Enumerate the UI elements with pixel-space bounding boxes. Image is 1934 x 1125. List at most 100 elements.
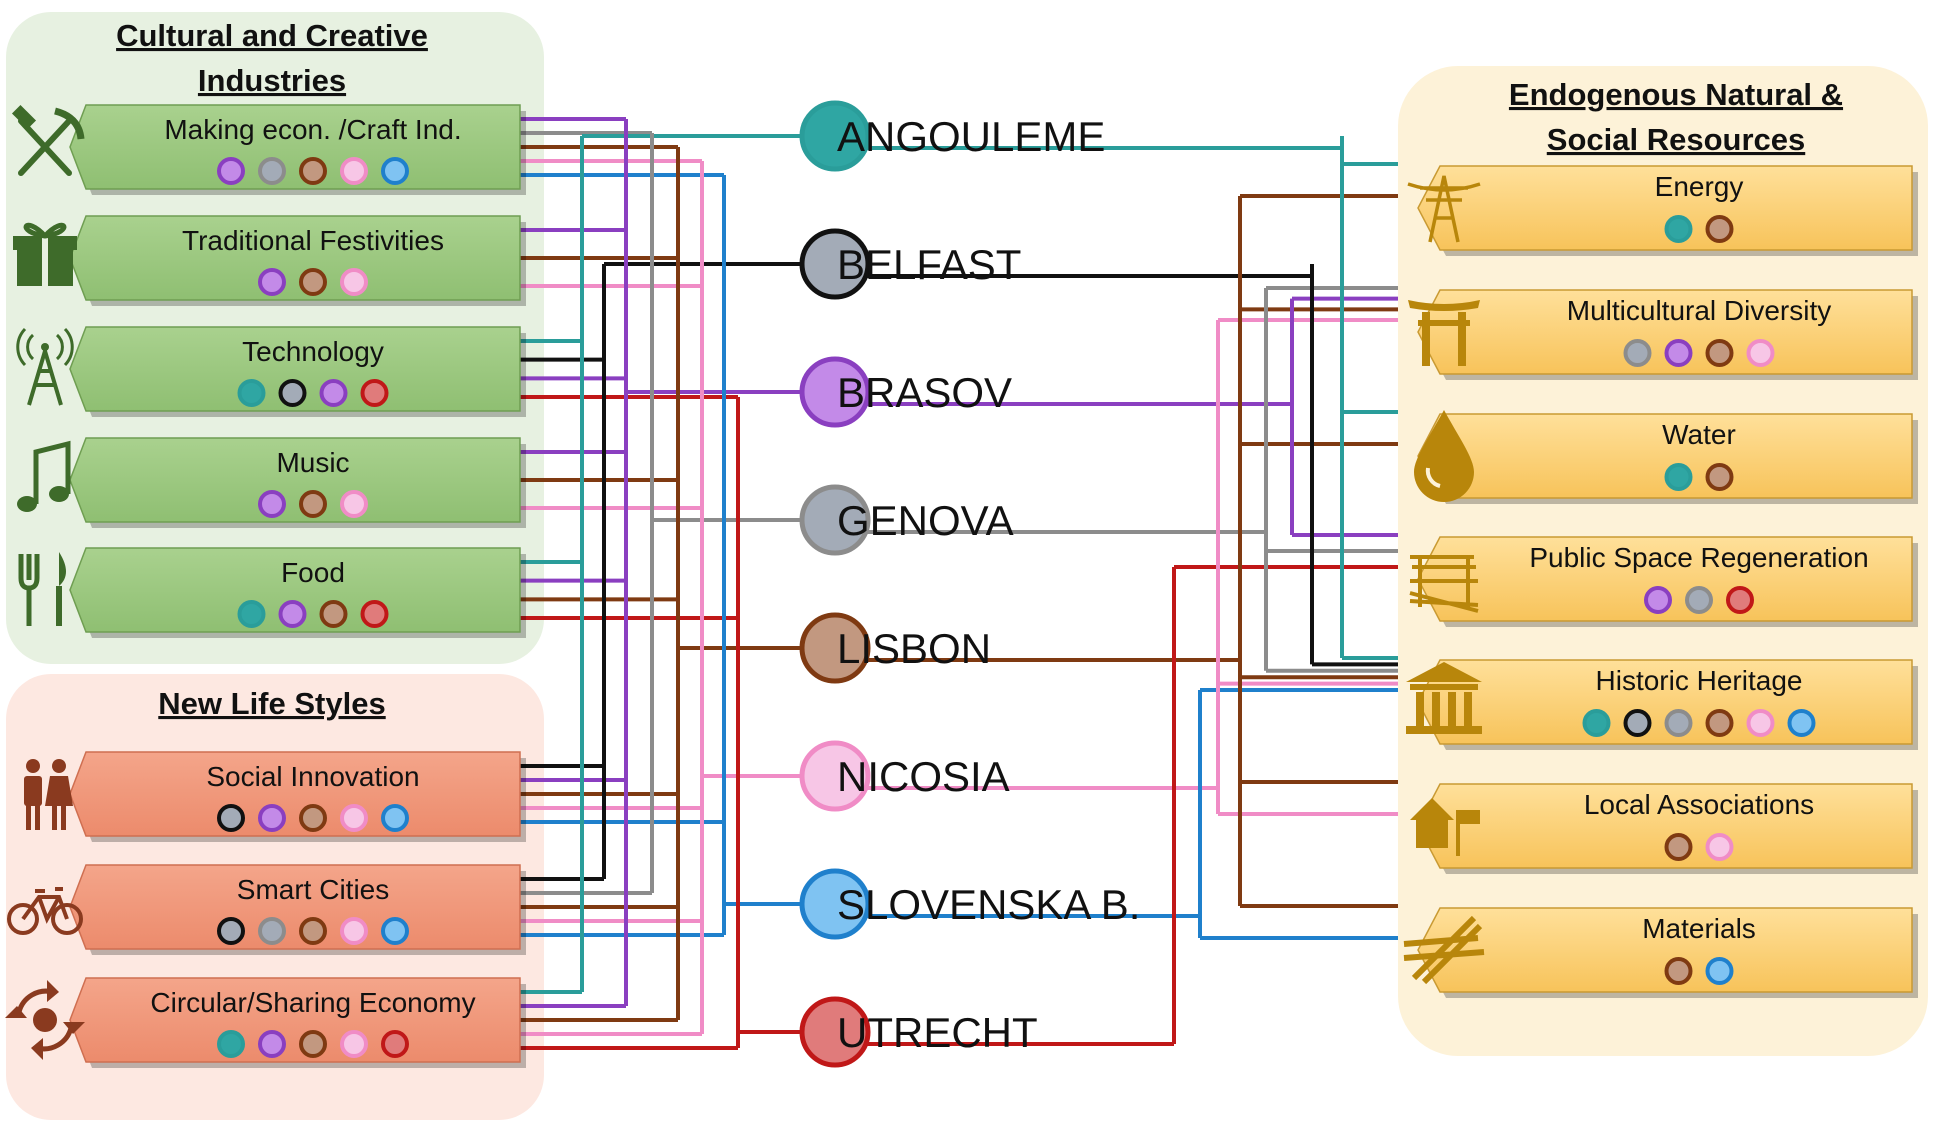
city-belfast: BELFAST	[799, 228, 1021, 300]
city-node-lisbon	[799, 612, 871, 684]
dot-angouleme	[237, 379, 266, 407]
dot-nicosia	[340, 804, 368, 832]
category-label: Making econ. /Craft Ind.	[164, 114, 461, 145]
city-node-genova	[799, 484, 871, 556]
category-label: Social Innovation	[206, 761, 419, 792]
category-making-econ-craft-ind: Making econ. /Craft Ind.	[11, 104, 526, 195]
dot-lisbon	[299, 917, 327, 945]
dot-lisbon	[1705, 339, 1734, 367]
dot-genova	[1664, 709, 1693, 737]
category-label: Music	[276, 447, 349, 478]
dot-belfast	[1623, 709, 1652, 737]
city-label: BELFAST	[837, 241, 1021, 288]
dot-brasov	[1644, 586, 1672, 614]
dot-slovenska-b	[1787, 709, 1816, 737]
category-food: Food	[18, 547, 526, 638]
category-social-innovation: Social Innovation	[24, 751, 526, 842]
dot-genova	[258, 917, 286, 945]
city-nodes: ANGOULEMEBELFASTBRASOVGENOVALISBONNICOSI…	[799, 100, 1140, 1068]
category-label: Circular/Sharing Economy	[150, 987, 475, 1018]
dot-belfast	[217, 804, 245, 832]
dot-nicosia	[1746, 709, 1775, 737]
city-label: ANGOULEME	[837, 113, 1105, 160]
dot-lisbon	[299, 157, 327, 185]
city-slovenska-b: SLOVENSKA B.	[799, 868, 1140, 940]
resource-water: Water	[1414, 410, 1918, 504]
dot-belfast	[217, 917, 245, 945]
dot-nicosia	[1746, 339, 1775, 367]
category-label: Smart Cities	[237, 874, 389, 905]
materials-icon	[1403, 915, 1485, 985]
dot-lisbon	[299, 1030, 327, 1058]
dot-brasov	[258, 1030, 286, 1058]
bench-icon	[1409, 555, 1479, 613]
bicycle-icon	[7, 887, 83, 935]
dot-utrecht	[360, 379, 389, 407]
city-label: UTRECHT	[837, 1009, 1038, 1056]
dot-genova	[1685, 586, 1713, 614]
city-node-belfast	[799, 228, 871, 300]
dot-belfast	[278, 379, 307, 407]
city-angouleme: ANGOULEME	[799, 100, 1105, 172]
dot-brasov	[258, 268, 286, 296]
dot-genova	[258, 157, 286, 185]
resource-local-associations: Local Associations	[1410, 783, 1918, 874]
dot-slovenska-b	[381, 157, 409, 185]
cultural-title-line1: Cultural and Creative	[116, 18, 428, 53]
resource-public-space-regeneration: Public Space Regeneration	[1409, 536, 1918, 627]
city-label: BRASOV	[837, 369, 1012, 416]
dot-genova	[1623, 339, 1652, 367]
fork-knife-icon	[18, 552, 66, 626]
category-circular-sharing-economy: Circular/Sharing Economy	[5, 977, 526, 1068]
dot-lisbon	[299, 490, 327, 518]
dot-brasov	[319, 379, 348, 407]
city-label: NICOSIA	[837, 753, 1010, 800]
dot-angouleme	[1664, 463, 1693, 491]
dot-lisbon	[1664, 833, 1693, 861]
resource-label: Local Associations	[1584, 789, 1814, 820]
city-node-nicosia	[799, 740, 871, 812]
category-label: Food	[281, 557, 345, 588]
people-icon	[24, 759, 73, 830]
city-label: SLOVENSKA B.	[837, 881, 1140, 928]
connection-lines	[520, 117, 1398, 1050]
recycle-arrows-icon	[5, 980, 85, 1060]
city-nicosia: NICOSIA	[799, 740, 1010, 812]
dot-lisbon	[319, 600, 348, 628]
dot-angouleme	[237, 600, 266, 628]
hammer-pickaxe-icon	[11, 104, 85, 176]
endogenous-title-line2: Social Resources	[1547, 122, 1805, 157]
resource-label: Materials	[1642, 913, 1756, 944]
dot-angouleme	[1664, 215, 1693, 243]
dot-slovenska-b	[381, 804, 409, 832]
resource-materials: Materials	[1403, 907, 1918, 998]
water-drop-icon	[1414, 410, 1474, 502]
dot-brasov	[258, 804, 286, 832]
resource-multicultural-diversity: Multicultural Diversity	[1408, 289, 1918, 380]
house-flag-icon	[1410, 798, 1480, 856]
category-traditional-festivities: Traditional Festivities	[13, 215, 526, 306]
torii-gate-icon	[1408, 300, 1480, 366]
endogenous-title-line1: Endogenous Natural &	[1509, 77, 1843, 112]
city-node-utrecht	[799, 996, 871, 1068]
power-pylon-icon	[1407, 175, 1481, 243]
dot-nicosia	[340, 917, 368, 945]
resource-label: Historic Heritage	[1596, 665, 1803, 696]
resource-label: Water	[1662, 419, 1736, 450]
category-music: Music	[17, 437, 526, 528]
antenna-tower-icon	[16, 327, 74, 406]
dot-nicosia	[340, 1030, 368, 1058]
dot-brasov	[217, 157, 245, 185]
gift-icon	[13, 222, 77, 286]
dot-lisbon	[299, 804, 327, 832]
city-node-slovenska-b	[799, 868, 871, 940]
dot-nicosia	[340, 268, 368, 296]
dot-slovenska-b	[381, 917, 409, 945]
dot-lisbon	[1705, 463, 1734, 491]
city-brasov: BRASOV	[799, 356, 1012, 428]
dot-nicosia	[340, 490, 368, 518]
resource-historic-heritage: Historic Heritage	[1406, 659, 1918, 750]
classical-building-icon	[1406, 662, 1482, 734]
